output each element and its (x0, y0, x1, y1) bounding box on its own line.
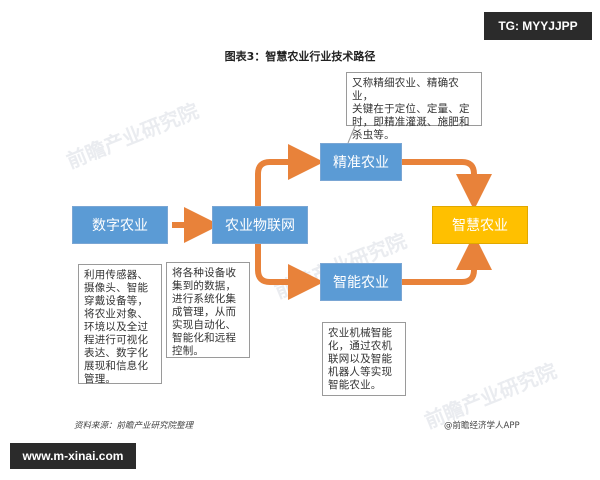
arrow-intelligent-to-smart (402, 234, 492, 285)
source-note: 资料来源：前瞻产业研究院整理 (74, 421, 194, 431)
note-line: 集到的数据， (172, 280, 237, 292)
note-line: 将农业对象、 (84, 308, 149, 320)
note-line: 利用传感器、 (84, 269, 149, 281)
watermark-top-right: TG: MYYJJPP (484, 12, 592, 40)
note-intelligent: 农业机械智能 化，通过农机 联网以及智能 机器人等实现 智能农业。 (322, 322, 406, 396)
node-digital-agriculture: 数字农业 (72, 206, 168, 244)
note-line: 又称精细农业、精确农业， (352, 77, 459, 102)
note-precision: 又称精细农业、精确农业， 关键在于定位、定量、定 时，即精准灌溉、施肥和 杀虫等… (346, 72, 482, 141)
callout-line (347, 125, 356, 144)
note-line: 时，即精准灌溉、施肥和 (352, 116, 470, 128)
note-line: 控制。 (172, 345, 205, 357)
note-line: 智能农业。 (328, 379, 382, 391)
watermark-bottom-left: www.m-xinai.com (10, 443, 136, 469)
note-line: 智能化和远程 (172, 332, 237, 344)
note-line: 展现和信息化 (84, 360, 149, 372)
node-precision-agriculture: 精准农业 (320, 143, 402, 181)
arrow-iot-to-intelligent (255, 244, 324, 300)
note-line: 杀虫等。 (352, 129, 395, 141)
node-intelligent-agriculture: 智能农业 (320, 263, 402, 301)
note-line: 关键在于定位、定量、定 (352, 103, 470, 115)
note-iot: 将各种设备收 集到的数据， 进行系统化集 成管理，从而 实现自动化、 智能化和远… (166, 262, 250, 358)
note-line: 机器人等实现 (328, 366, 393, 378)
note-line: 表达、数字化 (84, 347, 149, 359)
note-line: 程进行可视化 (84, 334, 149, 346)
note-line: 进行系统化集 (172, 293, 237, 305)
note-line: 成管理，从而 (172, 306, 237, 318)
node-agri-iot: 农业物联网 (212, 206, 308, 244)
note-line: 摄像头、智能 (84, 282, 149, 294)
note-line: 将各种设备收 (172, 267, 237, 279)
node-smart-agriculture: 智慧农业 (432, 206, 528, 244)
note-line: 联网以及智能 (328, 353, 393, 365)
arrow-precision-to-smart (402, 159, 492, 210)
note-digital: 利用传感器、 摄像头、智能 穿戴设备等， 将农业对象、 环境以及全过 程进行可视… (78, 264, 162, 385)
note-line: 管理。 (84, 373, 117, 385)
note-line: 穿戴设备等， (84, 295, 149, 307)
note-line: 实现自动化、 (172, 319, 237, 331)
note-line: 化，通过农机 (328, 340, 393, 352)
note-line: 环境以及全过 (84, 321, 149, 333)
note-line: 农业机械智能 (328, 327, 393, 339)
chart-title: 图表3：智慧农业行业技术路径 (224, 50, 376, 63)
credit-note: @前瞻经济学人APP (444, 421, 520, 431)
arrow-iot-to-precision (255, 144, 324, 206)
